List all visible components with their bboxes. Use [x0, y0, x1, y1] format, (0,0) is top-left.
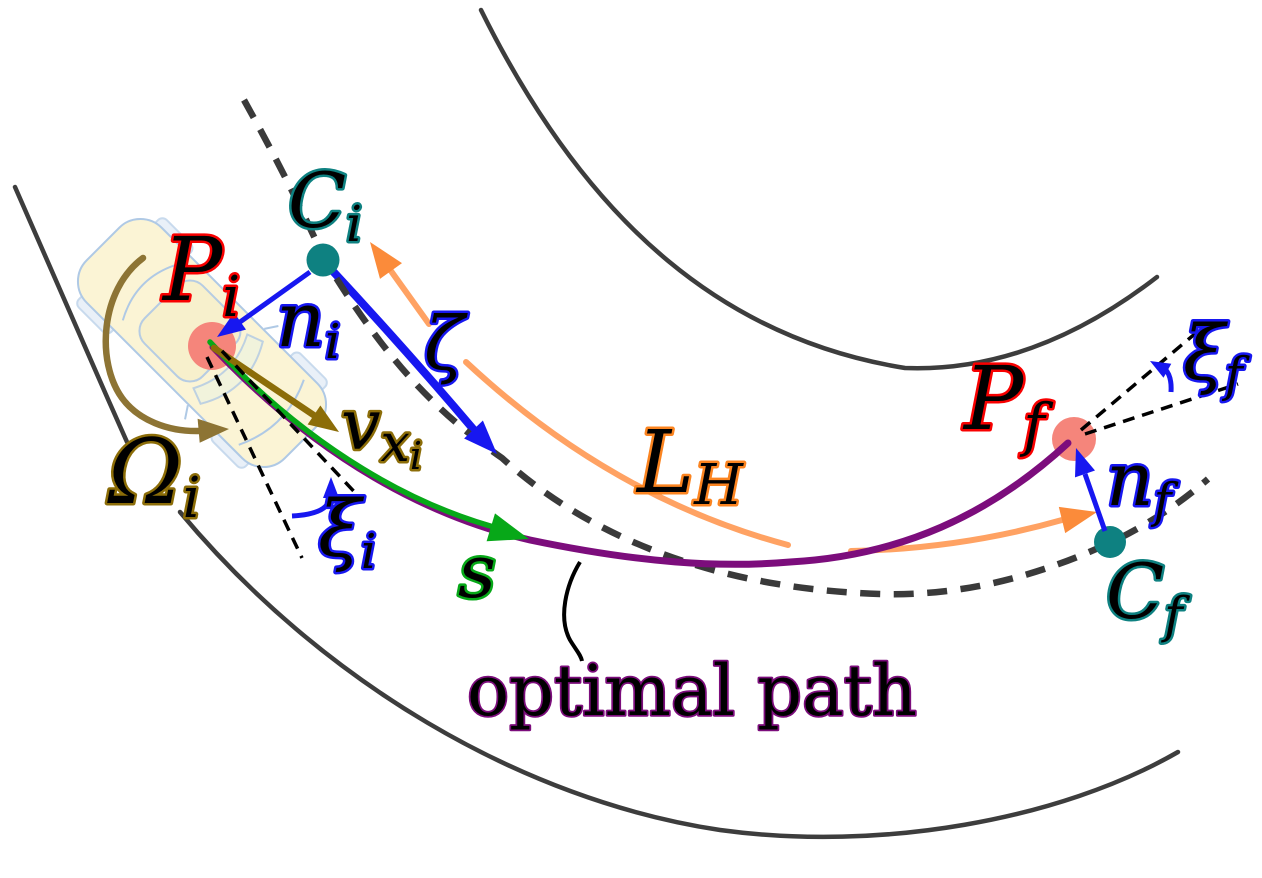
vehicle-mirror: [184, 405, 189, 420]
label-xi-f: ξf: [1183, 308, 1250, 403]
arc-length-s-arrowhead: [486, 513, 529, 542]
road-boundary-top: [478, 7, 1160, 371]
label-ni-sub: i: [325, 314, 340, 370]
caption-connector-squiggle: [562, 560, 584, 662]
label-nf-sub: f: [1151, 473, 1179, 529]
normal-ni-arrowhead: [217, 312, 246, 337]
label-s-main: s: [458, 529, 496, 615]
label-lh-sub: H: [693, 453, 744, 518]
heading-ray-pi-a: [205, 356, 304, 559]
omega-arc: [102, 254, 204, 435]
label-omega-i-sub: i: [183, 466, 201, 531]
label-xi-i-sub: i: [361, 524, 376, 580]
label-pf-main: P: [962, 347, 1025, 450]
label-cf-sub: f: [1160, 586, 1190, 644]
label-zeta-main: ζ: [424, 301, 468, 387]
label-pi: Pi: [161, 218, 240, 330]
label-ci: Ci: [288, 156, 362, 253]
label-pi-main: P: [161, 218, 224, 321]
label-cf: Cf: [1106, 547, 1190, 644]
label-ni: ni: [276, 275, 340, 370]
label-pf-sub: f: [1019, 391, 1054, 459]
horizon-arc: [463, 359, 791, 548]
xi-f-angle-arrowhead: [1150, 361, 1172, 378]
horizon-arrow-end-head: [1058, 506, 1097, 534]
zeta-arrowhead: [464, 420, 497, 454]
caption-optimal-path: optimal path: [467, 650, 917, 732]
point-ci-dot: [306, 243, 340, 277]
label-ni-main: n: [276, 275, 325, 364]
label-vxi-main: v: [341, 384, 381, 466]
label-xi-f-sub: f: [1222, 347, 1250, 403]
normal-nf-arrowhead: [1075, 448, 1095, 478]
normal-ni-shaft: [238, 269, 312, 325]
velocity-arrowhead: [307, 405, 339, 432]
zeta-arrow-shaft: [326, 264, 478, 433]
label-cf-main: C: [1106, 547, 1164, 636]
vehicle-hood-line: [238, 379, 305, 446]
road-boundary-bottom: [177, 509, 1181, 840]
label-nf-main: n: [1106, 437, 1154, 523]
vehicle-rear-window: [121, 262, 180, 321]
road-boundary-left: [12, 184, 130, 445]
omega-arrowhead: [197, 418, 229, 443]
label-vxi-subsub: i: [410, 434, 422, 478]
point-cf-dot: [1094, 526, 1126, 558]
label-omega-i-main: Ω: [107, 420, 183, 525]
label-omega-i: Ωi: [107, 420, 201, 531]
xi-i-angle-arc: [291, 495, 333, 519]
normal-nf-shaft: [1082, 473, 1108, 532]
label-lh-main: L: [635, 413, 694, 513]
label-s: s: [458, 529, 496, 615]
label-vxi-sub: x: [381, 414, 410, 474]
label-nf: nf: [1106, 437, 1179, 529]
label-zeta: ζ: [424, 301, 468, 387]
label-lh: LH: [635, 413, 744, 518]
label-xi-i: ξi: [318, 485, 376, 580]
label-ci-sub: i: [346, 195, 362, 253]
xi-i-angle-arrowhead: [323, 477, 339, 498]
label-xi-f-main: ξ: [1183, 308, 1228, 397]
horizon-arrow-start-shaft: [388, 268, 432, 327]
heading-ray-pf-upper: [1079, 325, 1205, 432]
heading-ray-pf-lower: [1084, 382, 1239, 436]
label-vxi: vxi: [341, 384, 422, 478]
label-pi-sub: i: [222, 265, 240, 330]
label-xi-i-main: ξ: [318, 485, 365, 575]
label-pf: Pf: [962, 347, 1054, 459]
heading-ray-pi-b: [220, 349, 364, 502]
vehicle-mirror: [264, 325, 279, 330]
horizon-arrow-start-head: [370, 242, 402, 279]
label-ci-main: C: [288, 156, 346, 245]
velocity-arrow-shaft: [210, 344, 319, 420]
